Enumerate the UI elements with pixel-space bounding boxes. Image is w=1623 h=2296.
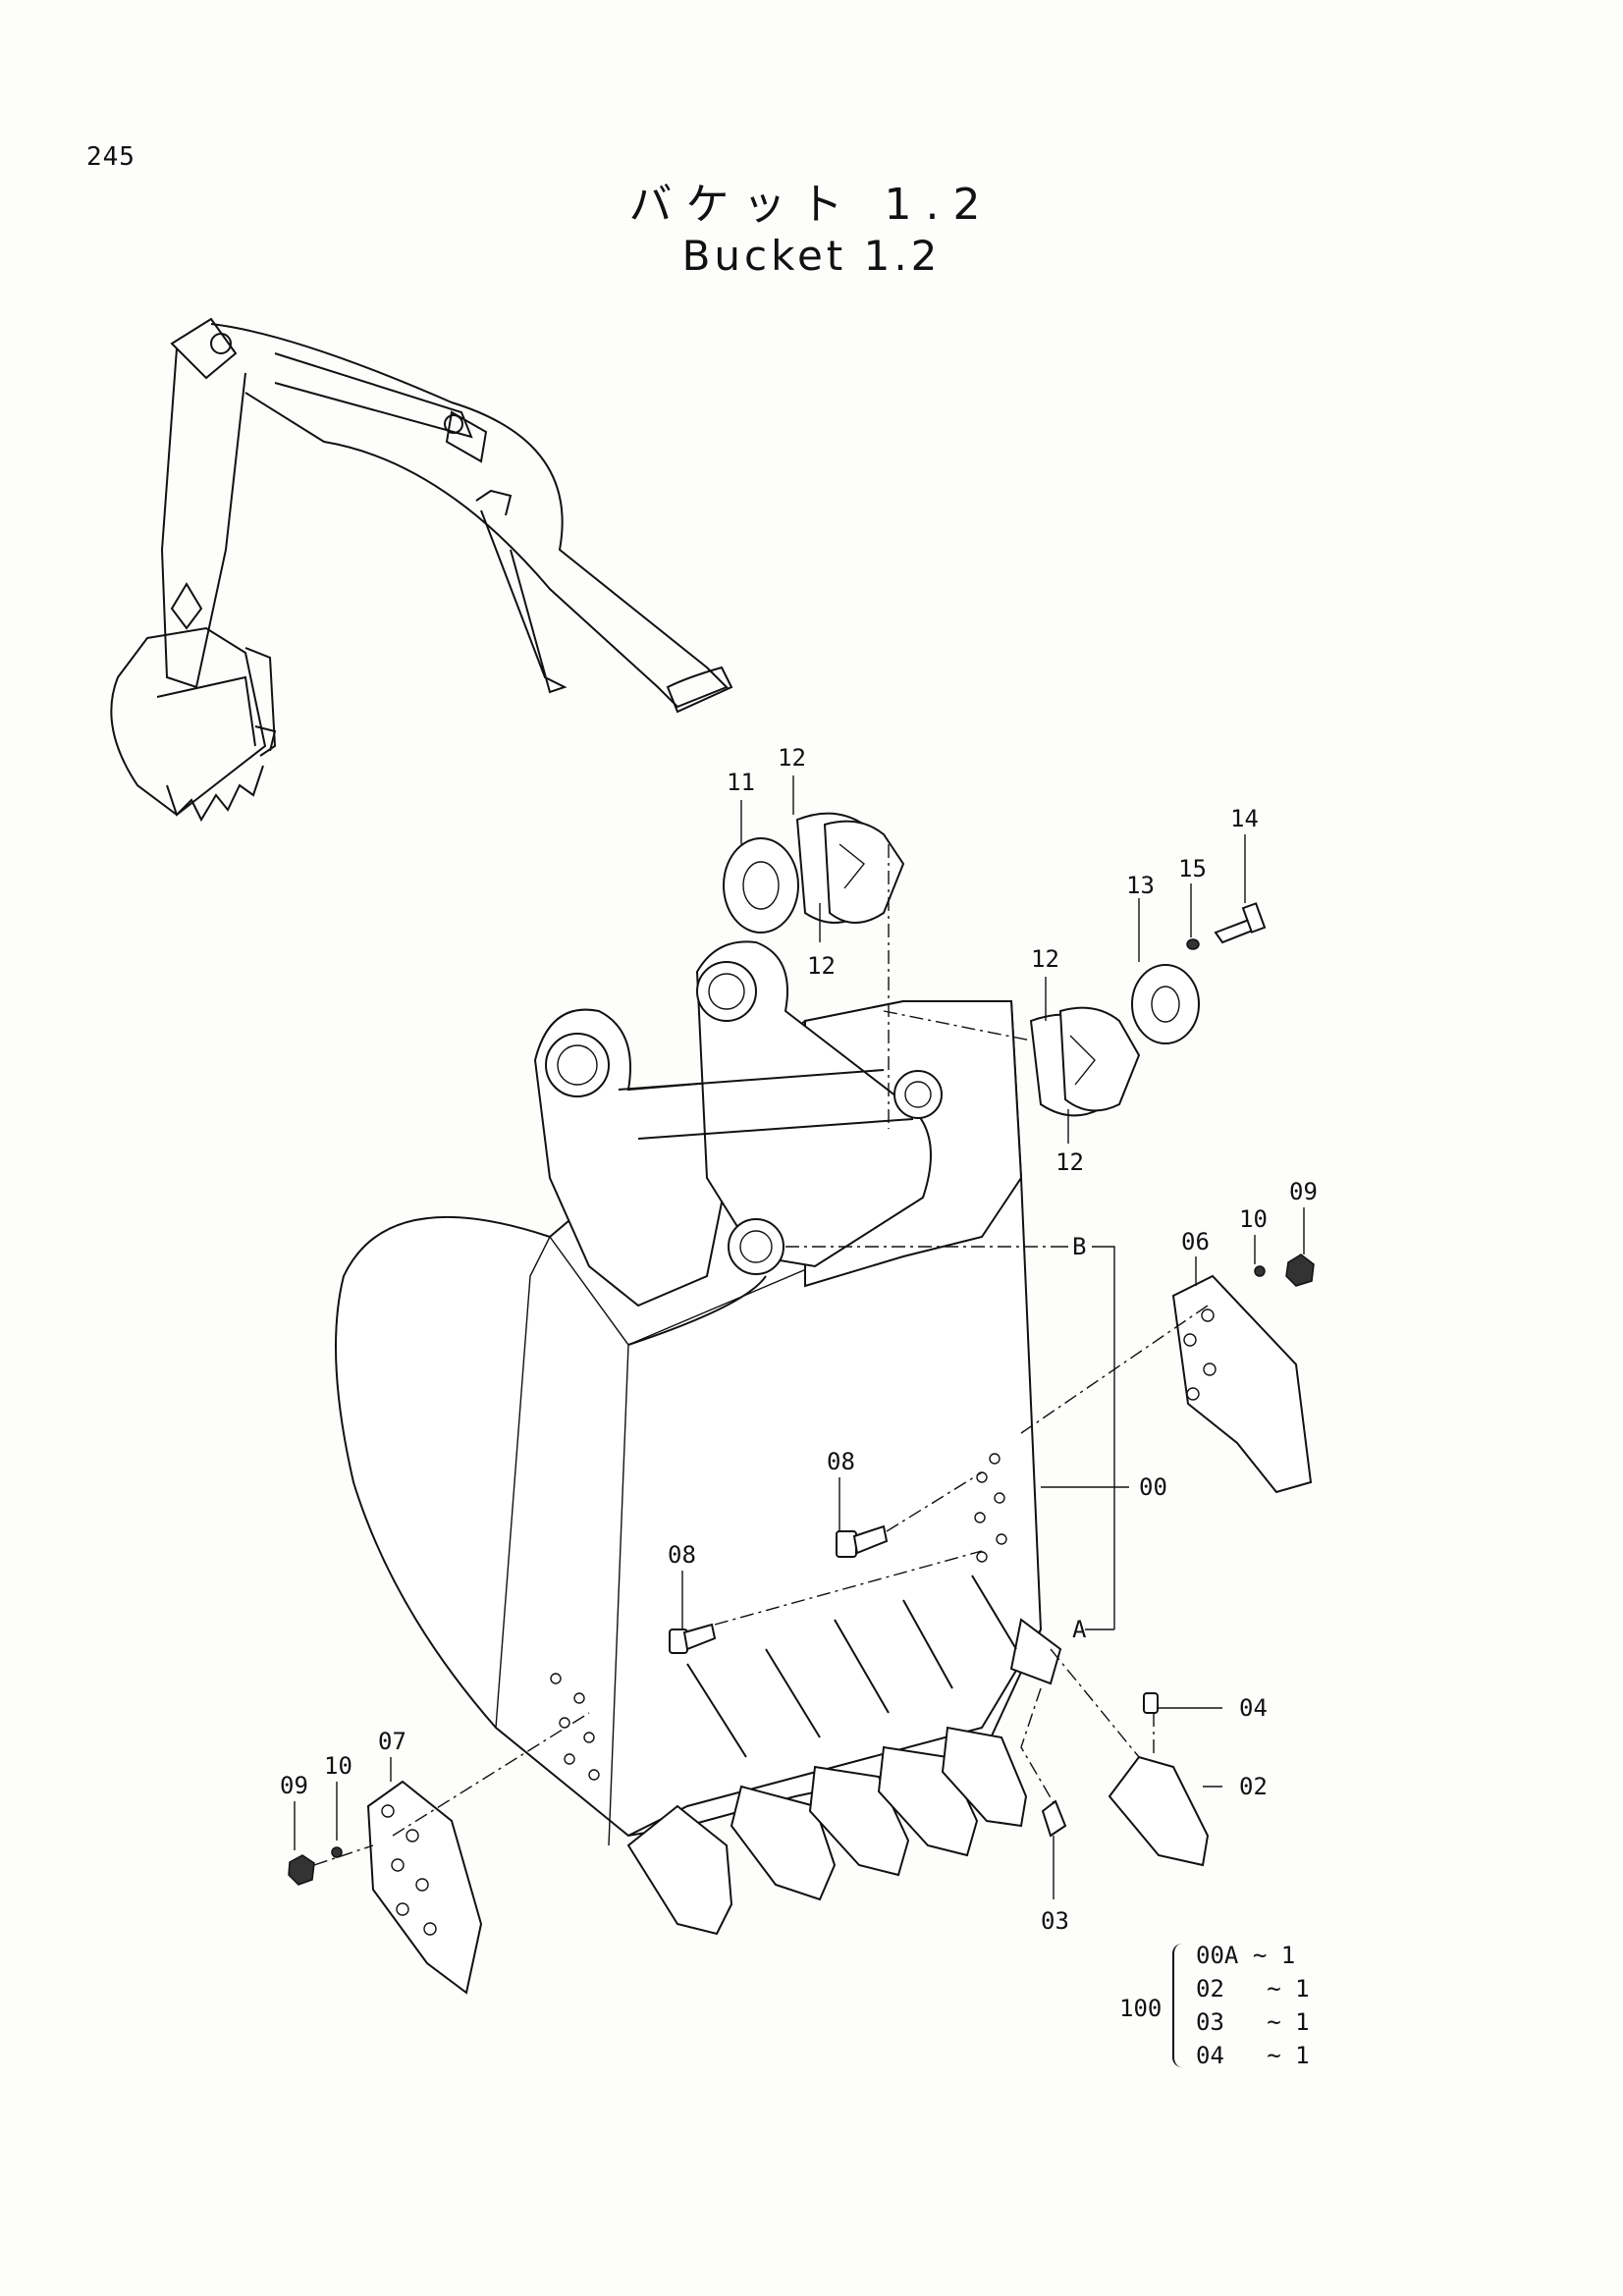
callout-07: 07	[378, 1728, 406, 1755]
kit-assembly-number: 100	[1119, 1995, 1163, 2022]
title-japanese: バケット 1.2	[628, 180, 995, 230]
callout-08-left: 08	[668, 1541, 696, 1569]
callout-12-b: 12	[807, 952, 836, 980]
bucket-body	[335, 940, 1043, 1846]
bucket-teeth	[626, 1575, 1062, 1936]
callout-12-c: 12	[1031, 945, 1059, 973]
callout-12-a: 12	[778, 744, 806, 772]
kit-qty: ~ 1	[1252, 1942, 1296, 1969]
kit-row: 02 ~ 1	[1196, 1975, 1310, 2002]
callout-03: 03	[1041, 1907, 1069, 1935]
callout-02: 02	[1239, 1773, 1268, 1800]
side-cutter-right	[1171, 1254, 1315, 1494]
bushing-set-upper	[723, 812, 905, 934]
callout-04: 04	[1239, 1694, 1268, 1722]
lock-03	[1041, 1799, 1067, 1838]
kit-part: 00A	[1196, 1942, 1239, 1969]
excavator-attachment-thumbnail	[110, 317, 733, 823]
callout-11: 11	[727, 769, 755, 796]
bolt-08-left	[669, 1623, 717, 1654]
callout-06: 06	[1181, 1228, 1210, 1255]
assembly-kit-bracket: 100 00A ~ 1 02 ~ 1 03 ~ 1 04 ~ 1	[1119, 1942, 1335, 2079]
kit-part: 04	[1196, 2042, 1224, 2069]
kit-qty: ~ 1	[1252, 1975, 1310, 2002]
callout-00: 00	[1139, 1473, 1167, 1501]
callout-10-left: 10	[324, 1752, 352, 1780]
pin-04	[1143, 1692, 1159, 1714]
callout-09-right: 09	[1289, 1178, 1318, 1205]
page-number: 245	[86, 142, 135, 172]
callout-A: A	[1072, 1616, 1087, 1643]
leader-lines	[294, 775, 1305, 1899]
bolt-08-right	[836, 1524, 889, 1558]
bushing-set-lower	[1029, 902, 1267, 1117]
callout-09-left: 09	[280, 1772, 308, 1799]
callout-labels: 11 12 12 12 12 13 14 15 09 10 06 B 00 08…	[280, 744, 1318, 1935]
kit-qty: ~ 1	[1252, 2008, 1310, 2036]
title-english: Bucket 1.2	[681, 232, 942, 280]
tooth-point-02	[1108, 1755, 1210, 1867]
callout-13: 13	[1126, 872, 1155, 899]
kit-qty: ~ 1	[1252, 2042, 1310, 2069]
callout-08-right: 08	[827, 1448, 855, 1475]
callout-B: B	[1072, 1233, 1086, 1260]
side-plate-holes	[550, 1453, 1007, 1781]
kit-part: 02	[1196, 1975, 1224, 2002]
callout-14: 14	[1230, 805, 1259, 832]
kit-brace	[1172, 1944, 1188, 2067]
kit-row: 00A ~ 1	[1196, 1942, 1295, 1969]
kit-row: 03 ~ 1	[1196, 2008, 1310, 2036]
callout-12-d: 12	[1055, 1148, 1084, 1176]
side-cutter-left	[288, 1780, 483, 1995]
callout-10-right: 10	[1239, 1205, 1268, 1233]
assembly-lines	[313, 844, 1209, 1866]
kit-part: 03	[1196, 2008, 1224, 2036]
kit-row: 04 ~ 1	[1196, 2042, 1310, 2069]
callout-15: 15	[1178, 855, 1207, 882]
